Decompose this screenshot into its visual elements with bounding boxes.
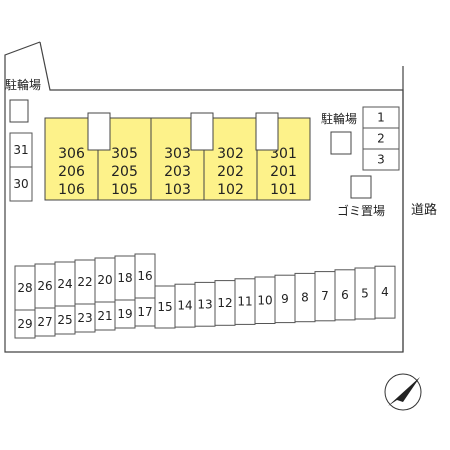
parking-space-number: 31 — [13, 143, 28, 157]
parking-space-number: 24 — [57, 277, 72, 291]
room-number: 106 — [58, 182, 85, 198]
parking-slot-11: 11 — [234, 278, 256, 325]
parking-slot-9: 9 — [274, 274, 296, 324]
apartment-building: 3062061063052051053032031033022021023012… — [44, 112, 311, 201]
parking-space-number: 19 — [117, 307, 132, 321]
parking-slot-13: 13 — [194, 281, 216, 327]
parking-space-number: 6 — [341, 288, 349, 302]
bike-parking-right — [330, 131, 352, 155]
parking-slot-10: 10 — [254, 276, 276, 324]
parking-row-top: 28 26 24 22 20 18 16 — [14, 253, 156, 311]
parking-space-number: 1 — [377, 111, 385, 125]
parking-slot-1: 1 — [362, 106, 400, 129]
left-column-parking: 31 30 — [9, 132, 33, 202]
parking-space-number: 10 — [257, 293, 272, 307]
room-number: 206 — [58, 164, 85, 180]
north-arrow-icon — [384, 373, 422, 411]
parking-slot-24: 24 — [54, 261, 76, 307]
parking-slot-27: 27 — [34, 307, 56, 337]
room-number: 205 — [111, 164, 138, 180]
parking-slot-28: 28 — [14, 265, 36, 311]
parking-slot-25: 25 — [54, 305, 76, 335]
parking-space-number: 23 — [77, 311, 92, 325]
parking-space-number: 3 — [377, 153, 385, 167]
parking-space-number: 18 — [117, 271, 132, 285]
parking-slot-14: 14 — [174, 283, 196, 328]
room-number: 105 — [111, 182, 138, 198]
parking-space-number: 30 — [13, 177, 28, 191]
room-number: 306 — [58, 146, 85, 162]
road-label: 道路 — [411, 202, 437, 218]
parking-space-number: 29 — [17, 317, 32, 331]
parking-slot-30: 30 — [9, 166, 33, 202]
parking-space-number: 27 — [37, 315, 52, 329]
garbage-box — [350, 175, 372, 199]
parking-space-number: 4 — [381, 285, 389, 299]
parking-space-number: 13 — [197, 297, 212, 311]
parking-slot-21: 21 — [94, 301, 116, 331]
bike-parking-left — [9, 99, 29, 123]
parking-space — [9, 166, 33, 202]
parking-slot-31: 31 — [9, 132, 33, 168]
room-number: 203 — [164, 164, 191, 180]
right-column-parking: 1 2 3 — [362, 106, 400, 171]
parking-slot-17: 17 — [134, 297, 156, 327]
parking-space-number: 26 — [37, 279, 52, 293]
room-number: 305 — [111, 146, 138, 162]
parking-space-number: 16 — [137, 269, 152, 283]
parking-slot-2: 2 — [362, 127, 400, 150]
room-number: 302 — [217, 146, 244, 162]
parking-space-number: 7 — [321, 289, 329, 303]
stair-entry — [190, 112, 214, 151]
parking-slot-19: 19 — [114, 299, 136, 329]
room-number: 103 — [164, 182, 191, 198]
parking-space-number: 14 — [177, 299, 192, 313]
parking-space-number: 25 — [57, 313, 72, 327]
parking-space-number: 28 — [17, 281, 32, 295]
bike-parking-label-left: 駐輪場 — [5, 77, 41, 92]
parking-slot-20: 20 — [94, 257, 116, 303]
parking-slot-3: 3 — [362, 148, 400, 171]
parking-slot-15: 15 — [154, 285, 176, 329]
parking-slot-4: 4 — [374, 265, 396, 319]
parking-slot-7: 7 — [314, 271, 336, 322]
parking-space-number: 17 — [137, 305, 152, 319]
parking-space-number: 5 — [361, 287, 369, 301]
parking-space-number: 15 — [157, 300, 172, 314]
parking-slot-29: 29 — [14, 309, 36, 339]
parking-space-number: 20 — [97, 273, 112, 287]
parking-slot-12: 12 — [214, 280, 236, 326]
parking-slot-18: 18 — [114, 255, 136, 301]
garbage-label: ゴミ置場 — [337, 203, 385, 218]
room-number: 202 — [217, 164, 244, 180]
parking-space-number: 22 — [77, 275, 92, 289]
parking-slot-22: 22 — [74, 259, 96, 305]
parking-slot-8: 8 — [294, 272, 316, 323]
stair-entry — [255, 112, 279, 151]
room-number: 101 — [270, 182, 297, 198]
parking-space-number: 8 — [301, 291, 309, 305]
parking-space-number: 21 — [97, 309, 112, 323]
room-number: 201 — [270, 164, 297, 180]
parking-slot-16: 16 — [134, 253, 156, 299]
parking-space — [374, 265, 396, 319]
stair-entry — [87, 112, 111, 151]
parking-space-number: 12 — [217, 296, 232, 310]
parking-slot-5: 5 — [354, 267, 376, 320]
parking-slot-26: 26 — [34, 263, 56, 309]
room-number: 102 — [217, 182, 244, 198]
parking-slot-6: 6 — [334, 269, 356, 321]
parking-space — [362, 148, 400, 171]
bike-parking-label-right: 駐輪場 — [321, 111, 357, 126]
room-number: 303 — [164, 146, 191, 162]
parking-space-number: 2 — [377, 132, 385, 146]
parking-space-number: 9 — [281, 292, 289, 306]
parking-slot-23: 23 — [74, 303, 96, 333]
parking-space-number: 11 — [237, 295, 252, 309]
building-block: 302 202 102 — [203, 117, 258, 201]
